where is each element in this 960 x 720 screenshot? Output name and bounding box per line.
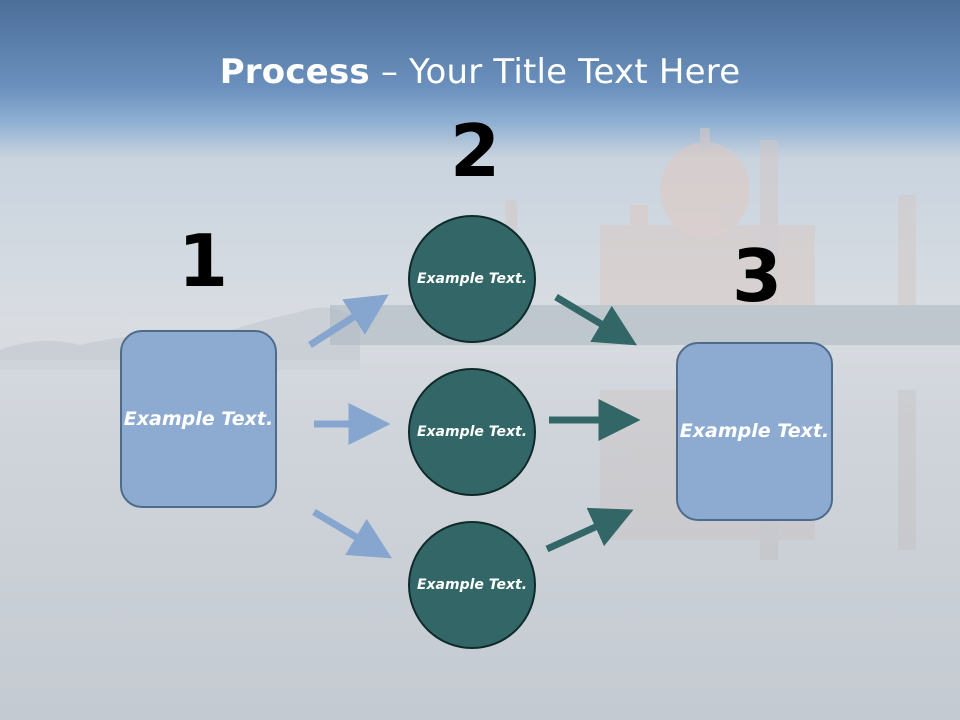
arrow-bottom-to-3	[545, 507, 634, 553]
step-2-circle-middle-text: Example Text.	[416, 423, 528, 440]
arrow-1-to-top	[308, 294, 389, 348]
step-1-number: 1	[178, 219, 229, 303]
arrow-1-to-bottom	[312, 508, 393, 559]
step-2-circle-bottom: Example Text.	[408, 521, 536, 649]
title-rest: – Your Title Text Here	[369, 52, 741, 92]
step-3-box: Example Text.	[676, 342, 833, 521]
arrow-top-to-3	[554, 293, 638, 346]
step-1-text: Example Text.	[123, 407, 274, 430]
step-1-box: Example Text.	[120, 330, 277, 508]
step-2-circle-bottom-text: Example Text.	[416, 576, 528, 593]
title-bold: Process	[219, 52, 370, 92]
step-2-circle-top-text: Example Text.	[416, 270, 528, 287]
slide-title: Process – Your Title Text Here	[0, 52, 960, 92]
step-3-text: Example Text.	[679, 420, 830, 442]
step-2-number: 2	[450, 109, 501, 193]
step-2-circle-top: Example Text.	[408, 215, 536, 343]
step-2-circle-middle: Example Text.	[408, 368, 536, 496]
step-3-number: 3	[732, 234, 783, 318]
